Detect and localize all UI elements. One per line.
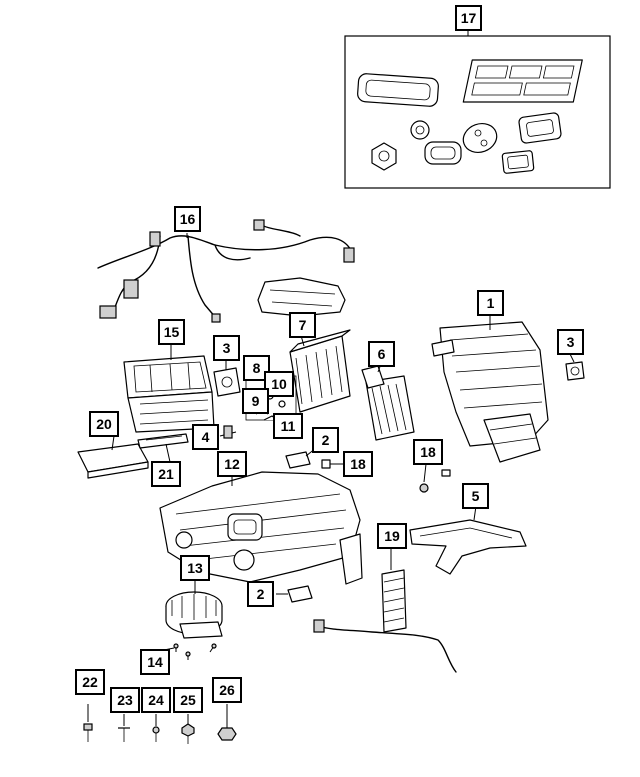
svg-text:9: 9 bbox=[252, 393, 260, 409]
callout-14[interactable]: 14 bbox=[140, 649, 170, 675]
callout-11[interactable]: 11 bbox=[273, 413, 303, 439]
svg-text:8: 8 bbox=[253, 360, 261, 376]
svg-text:3: 3 bbox=[223, 340, 231, 356]
svg-text:6: 6 bbox=[378, 346, 386, 362]
distribution-duct[interactable] bbox=[409, 519, 527, 575]
filter-door[interactable] bbox=[137, 433, 189, 449]
svg-text:3: 3 bbox=[567, 334, 575, 350]
bolt-22[interactable] bbox=[83, 704, 93, 742]
seal-long[interactable] bbox=[357, 73, 439, 107]
air-inlet-housing[interactable] bbox=[123, 355, 215, 433]
svg-text:18: 18 bbox=[350, 456, 366, 472]
svg-text:7: 7 bbox=[299, 317, 307, 333]
callout-2-lower[interactable]: 2 bbox=[247, 581, 274, 607]
callout-18-right[interactable]: 18 bbox=[413, 439, 443, 465]
callout-26[interactable]: 26 bbox=[212, 677, 242, 703]
callout-19[interactable]: 19 bbox=[377, 523, 407, 549]
seal-small-right[interactable] bbox=[501, 150, 535, 174]
callout-24[interactable]: 24 bbox=[141, 687, 171, 713]
blower-motor[interactable] bbox=[165, 591, 223, 639]
callout-6[interactable]: 6 bbox=[368, 341, 395, 367]
callout-16[interactable]: 16 bbox=[174, 206, 201, 232]
screw-18-left[interactable] bbox=[321, 459, 344, 469]
screw-18-right[interactable] bbox=[419, 469, 451, 493]
screw-23[interactable] bbox=[118, 714, 130, 742]
callout-12[interactable]: 12 bbox=[217, 451, 247, 477]
grommet-round[interactable] bbox=[410, 120, 430, 140]
callout-10[interactable]: 10 bbox=[264, 371, 294, 397]
svg-text:23: 23 bbox=[117, 692, 133, 708]
svg-text:5: 5 bbox=[472, 488, 480, 504]
callout-25[interactable]: 25 bbox=[173, 687, 203, 713]
cabin-air-filter[interactable] bbox=[77, 443, 149, 479]
svg-text:4: 4 bbox=[202, 429, 210, 445]
svg-text:15: 15 bbox=[164, 324, 180, 340]
svg-text:12: 12 bbox=[224, 456, 240, 472]
callout-3-left[interactable]: 3 bbox=[213, 335, 240, 361]
actuator-upper[interactable] bbox=[285, 447, 317, 469]
actuator-lower[interactable] bbox=[276, 585, 313, 603]
callout-13[interactable]: 13 bbox=[180, 555, 210, 581]
svg-text:17: 17 bbox=[461, 10, 477, 26]
svg-text:24: 24 bbox=[148, 692, 164, 708]
hvac-upper-housing[interactable] bbox=[431, 321, 549, 463]
screw-24[interactable] bbox=[152, 714, 160, 742]
svg-text:20: 20 bbox=[96, 416, 112, 432]
callout-22[interactable]: 22 bbox=[75, 669, 105, 695]
seal-kit-panel bbox=[344, 30, 611, 189]
svg-text:26: 26 bbox=[219, 682, 235, 698]
svg-text:22: 22 bbox=[82, 674, 98, 690]
seal-oval[interactable] bbox=[459, 119, 501, 157]
callout-23[interactable]: 23 bbox=[110, 687, 140, 713]
actuator-left[interactable] bbox=[213, 367, 241, 397]
callout-2-upper[interactable]: 2 bbox=[312, 427, 339, 453]
svg-text:18: 18 bbox=[420, 444, 436, 460]
svg-text:19: 19 bbox=[384, 528, 400, 544]
svg-text:13: 13 bbox=[187, 560, 203, 576]
callout-7[interactable]: 7 bbox=[289, 312, 316, 338]
evaporator[interactable] bbox=[361, 365, 415, 441]
duct-bracket[interactable] bbox=[257, 277, 346, 317]
floor-duct-19[interactable] bbox=[381, 569, 407, 633]
svg-text:10: 10 bbox=[271, 376, 287, 392]
heater-core[interactable] bbox=[289, 329, 351, 413]
screws-14[interactable] bbox=[173, 643, 217, 660]
callout-9[interactable]: 9 bbox=[242, 388, 269, 414]
svg-text:16: 16 bbox=[180, 211, 196, 227]
wire-harness-lower[interactable] bbox=[313, 619, 457, 673]
bolt-25[interactable] bbox=[181, 714, 195, 744]
svg-text:2: 2 bbox=[322, 432, 330, 448]
callout-15[interactable]: 15 bbox=[158, 319, 185, 345]
svg-text:14: 14 bbox=[147, 654, 163, 670]
svg-text:2: 2 bbox=[257, 586, 265, 602]
callout-4[interactable]: 4 bbox=[192, 424, 219, 450]
grommet-hex[interactable] bbox=[371, 142, 397, 171]
wiring-harness-16[interactable] bbox=[97, 219, 355, 323]
callout-20[interactable]: 20 bbox=[89, 411, 119, 437]
svg-text:1: 1 bbox=[487, 295, 495, 311]
callout-17[interactable]: 17 bbox=[455, 5, 482, 31]
svg-text:21: 21 bbox=[158, 466, 174, 482]
callout-18-left[interactable]: 18 bbox=[343, 451, 373, 477]
callout-3-right[interactable]: 3 bbox=[557, 329, 584, 355]
callout-21[interactable]: 21 bbox=[151, 461, 181, 487]
seal-grid[interactable] bbox=[462, 59, 583, 103]
seal-rounded-center[interactable] bbox=[424, 141, 462, 165]
nut-26[interactable] bbox=[217, 704, 237, 741]
svg-text:25: 25 bbox=[180, 692, 196, 708]
hvac-lower-housing[interactable] bbox=[159, 471, 363, 585]
svg-text:11: 11 bbox=[281, 418, 296, 434]
seal-square-right[interactable] bbox=[518, 112, 562, 144]
callout-1[interactable]: 1 bbox=[477, 290, 504, 316]
temperature-sensor[interactable] bbox=[219, 425, 237, 439]
actuator-right[interactable] bbox=[565, 361, 585, 381]
callout-5[interactable]: 5 bbox=[462, 483, 489, 509]
